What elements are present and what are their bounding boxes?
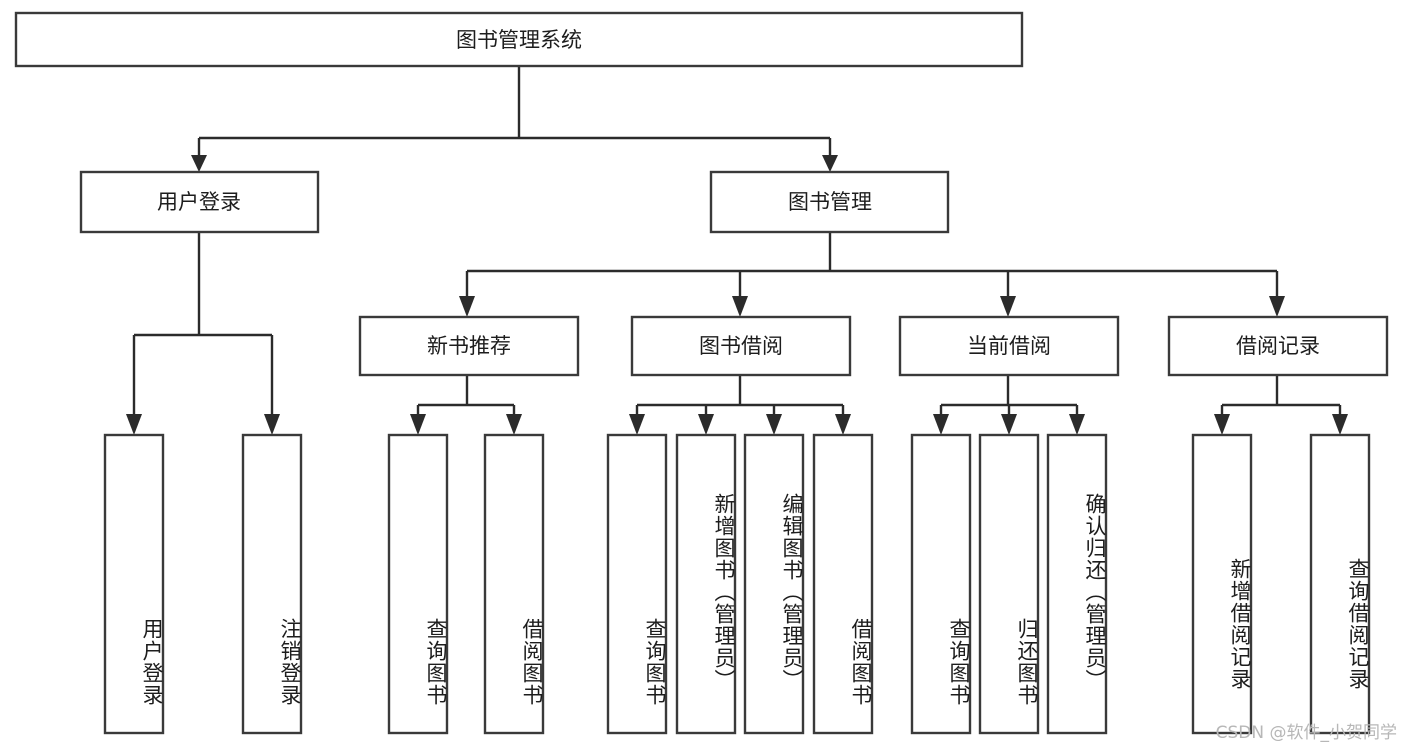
connector-group-user-login bbox=[126, 232, 280, 435]
arrow-head-leaf-return-book bbox=[1001, 414, 1017, 435]
arrow-head-leaf-edit-book bbox=[766, 414, 782, 435]
arrow-head-book-borrow bbox=[732, 296, 748, 317]
arrow-head-leaf-add-book bbox=[698, 414, 714, 435]
node-leaf-add-record-box[interactable] bbox=[1191, 433, 1253, 735]
node-root-label: 图书管理系统 bbox=[456, 28, 582, 52]
node-user-login-label: 用户登录 bbox=[157, 190, 241, 214]
node-leaf-query-book-3-box[interactable] bbox=[910, 433, 972, 735]
connector-group-root bbox=[191, 66, 838, 172]
node-leaf-confirm-return-box[interactable] bbox=[1046, 433, 1108, 735]
arrow-head-borrow-record bbox=[1269, 296, 1285, 317]
node-current-borrow[interactable]: 当前借阅 bbox=[898, 315, 1120, 377]
node-leaf-query-record-box[interactable] bbox=[1309, 433, 1371, 735]
arrow-head-leaf-user-login bbox=[126, 414, 142, 435]
node-leaf-borrow-book-2-box[interactable] bbox=[812, 433, 874, 735]
node-leaf-borrow-book-1-box[interactable] bbox=[483, 433, 545, 735]
arrow-head-leaf-confirm-return bbox=[1069, 414, 1085, 435]
connector-group-borrow-record bbox=[1214, 375, 1348, 435]
arrow-head-new-book-recommend bbox=[459, 296, 475, 317]
node-root-box[interactable] bbox=[14, 11, 1024, 68]
arrow-head-book-manage bbox=[822, 155, 838, 172]
arrow-head-leaf-logout-login bbox=[264, 414, 280, 435]
arrow-head-leaf-borrow-book-2 bbox=[835, 414, 851, 435]
node-leaf-add-book-box[interactable] bbox=[675, 433, 737, 735]
arrow-head-leaf-query-book-1 bbox=[410, 414, 426, 435]
node-new-book-recommend-box[interactable] bbox=[358, 315, 580, 377]
node-book-manage-box[interactable] bbox=[709, 170, 950, 234]
node-new-book-recommend[interactable]: 新书推荐 bbox=[358, 315, 580, 377]
node-borrow-record[interactable]: 借阅记录 bbox=[1167, 315, 1389, 377]
arrow-head-leaf-query-book-2 bbox=[629, 414, 645, 435]
arrow-head-current-borrow bbox=[1000, 296, 1016, 317]
connector-group-book-manage bbox=[459, 232, 1285, 317]
node-new-book-recommend-label: 新书推荐 bbox=[427, 334, 511, 358]
node-leaf-edit-book-box[interactable] bbox=[743, 433, 805, 735]
node-current-borrow-label: 当前借阅 bbox=[967, 334, 1051, 358]
node-leaf-return-book-box[interactable] bbox=[978, 433, 1040, 735]
node-leaf-query-book-1-box[interactable] bbox=[387, 433, 449, 735]
node-leaf-user-login-box[interactable] bbox=[103, 433, 165, 735]
node-book-borrow-box[interactable] bbox=[630, 315, 852, 377]
arrow-head-leaf-borrow-book-1 bbox=[506, 414, 522, 435]
connector-group-current-borrow bbox=[933, 375, 1085, 435]
node-leaf-query-book-2-box[interactable] bbox=[606, 433, 668, 735]
node-leaf-logout-login-box[interactable] bbox=[241, 433, 303, 735]
node-book-manage-label: 图书管理 bbox=[788, 190, 872, 214]
arrow-head-leaf-query-record bbox=[1332, 414, 1348, 435]
node-user-login[interactable]: 用户登录 bbox=[79, 170, 320, 234]
connector-group-book-borrow bbox=[629, 375, 851, 435]
watermark-text: CSDN @软件_小贺同学 bbox=[1215, 723, 1397, 743]
node-root[interactable]: 图书管理系统 bbox=[14, 11, 1024, 68]
node-book-manage[interactable]: 图书管理 bbox=[709, 170, 950, 234]
node-book-borrow-label: 图书借阅 bbox=[699, 334, 783, 358]
connector-group-new-book-recommend bbox=[410, 375, 522, 435]
arrow-head-user-login bbox=[191, 155, 207, 172]
arrow-head-leaf-add-record bbox=[1214, 414, 1230, 435]
node-borrow-record-box[interactable] bbox=[1167, 315, 1389, 377]
arrow-head-leaf-query-book-3 bbox=[933, 414, 949, 435]
node-user-login-box[interactable] bbox=[79, 170, 320, 234]
node-current-borrow-box[interactable] bbox=[898, 315, 1120, 377]
node-book-borrow[interactable]: 图书借阅 bbox=[630, 315, 852, 377]
node-borrow-record-label: 借阅记录 bbox=[1236, 334, 1320, 358]
